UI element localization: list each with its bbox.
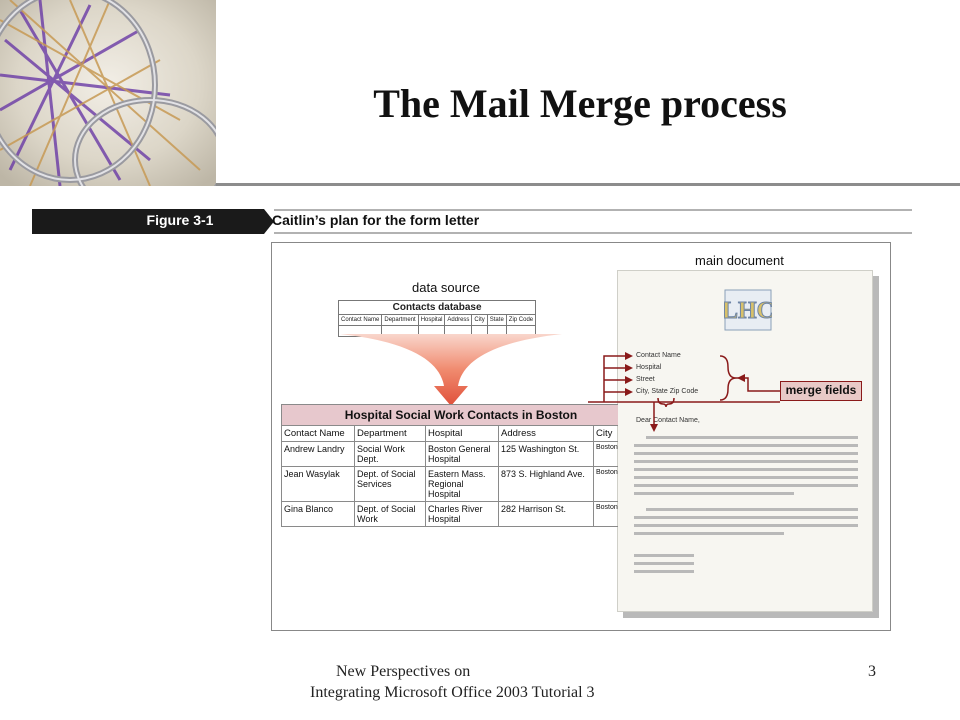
merge-fields-label: merge fields xyxy=(780,381,862,401)
column-header: City xyxy=(471,314,488,326)
table-row: Jean Wasylak Dept. of Social Services Ea… xyxy=(281,466,618,502)
column-header: Contact Name xyxy=(281,425,355,442)
table-cell: Social Work Dept. xyxy=(354,441,426,467)
column-header: Address xyxy=(444,314,473,326)
table-cell: Dept. of Social Work xyxy=(354,501,426,527)
column-header: Address xyxy=(498,425,594,442)
merge-field-contact-name: Contact Name xyxy=(636,352,681,359)
table-cell: Charles River Hospital xyxy=(425,501,499,527)
table-cell: Dept. of Social Services xyxy=(354,466,426,502)
table-cell: Boston General Hospital xyxy=(425,441,499,467)
footer-line-2: Integrating Microsoft Office 2003 Tutori… xyxy=(310,684,595,701)
figure-caption: Caitlin’s plan for the form letter xyxy=(272,212,480,228)
column-header: Contact Name xyxy=(337,314,383,326)
column-header: State xyxy=(486,314,507,326)
slide-title: The Mail Merge process xyxy=(373,81,787,126)
page-number: 3 xyxy=(868,663,876,680)
header-rule xyxy=(216,183,960,186)
column-header: Hospital xyxy=(425,425,499,442)
hospital-table-wrapper: Hospital Social Work Contacts in Boston … xyxy=(281,404,618,557)
table-row: Gina Blanco Dept. of Social Work Charles… xyxy=(281,501,618,527)
footer-line-1: New Perspectives on xyxy=(336,663,471,680)
figure-caption-bar xyxy=(32,209,912,234)
figure-label: Figure 3-1 xyxy=(146,212,214,228)
column-header: Department xyxy=(354,425,426,442)
merge-funnel-arrow xyxy=(340,334,562,406)
table-cell: 873 S. Highland Ave. xyxy=(498,466,594,502)
merge-field-city-state-zip: City, State Zip Code xyxy=(636,388,699,395)
hospital-contacts-table: Hospital Social Work Contacts in Boston … xyxy=(281,404,618,527)
letter-body-lines xyxy=(634,436,858,573)
table-cell: Eastern Mass. Regional Hospital xyxy=(425,466,499,502)
table-cell: 282 Harrison St. xyxy=(498,501,594,527)
merge-field-hospital: Hospital xyxy=(636,364,662,371)
table-cell: Boston xyxy=(593,501,618,527)
data-source-title: data source xyxy=(412,280,480,295)
column-header: City xyxy=(593,425,618,442)
column-header: Hospital xyxy=(417,314,446,326)
table-cell: Jean Wasylak xyxy=(281,466,355,502)
table-row: Andrew Landry Social Work Dept. Boston G… xyxy=(281,441,618,467)
contacts-database-table: Contacts database Contact Name Departmen… xyxy=(337,300,537,337)
merge-field-street: Street xyxy=(636,376,655,383)
decorative-sculpture-image xyxy=(0,0,216,186)
merge-field-salutation: Dear Contact Name, xyxy=(636,417,700,424)
column-header: Zip Code xyxy=(505,314,537,326)
contacts-database-title: Contacts database xyxy=(337,300,537,315)
column-header: Department xyxy=(381,314,419,326)
table-cell: Andrew Landry xyxy=(281,441,355,467)
table-cell: Gina Blanco xyxy=(281,501,355,527)
table-cell: Boston xyxy=(593,441,618,467)
main-document-title: main document xyxy=(695,253,784,268)
lhc-logo: LHC xyxy=(724,289,772,331)
hospital-table-title: Hospital Social Work Contacts in Boston xyxy=(281,404,618,426)
table-cell: Boston xyxy=(593,466,618,502)
svg-text:LHC: LHC xyxy=(724,298,772,324)
table-cell: 125 Washington St. xyxy=(498,441,594,467)
